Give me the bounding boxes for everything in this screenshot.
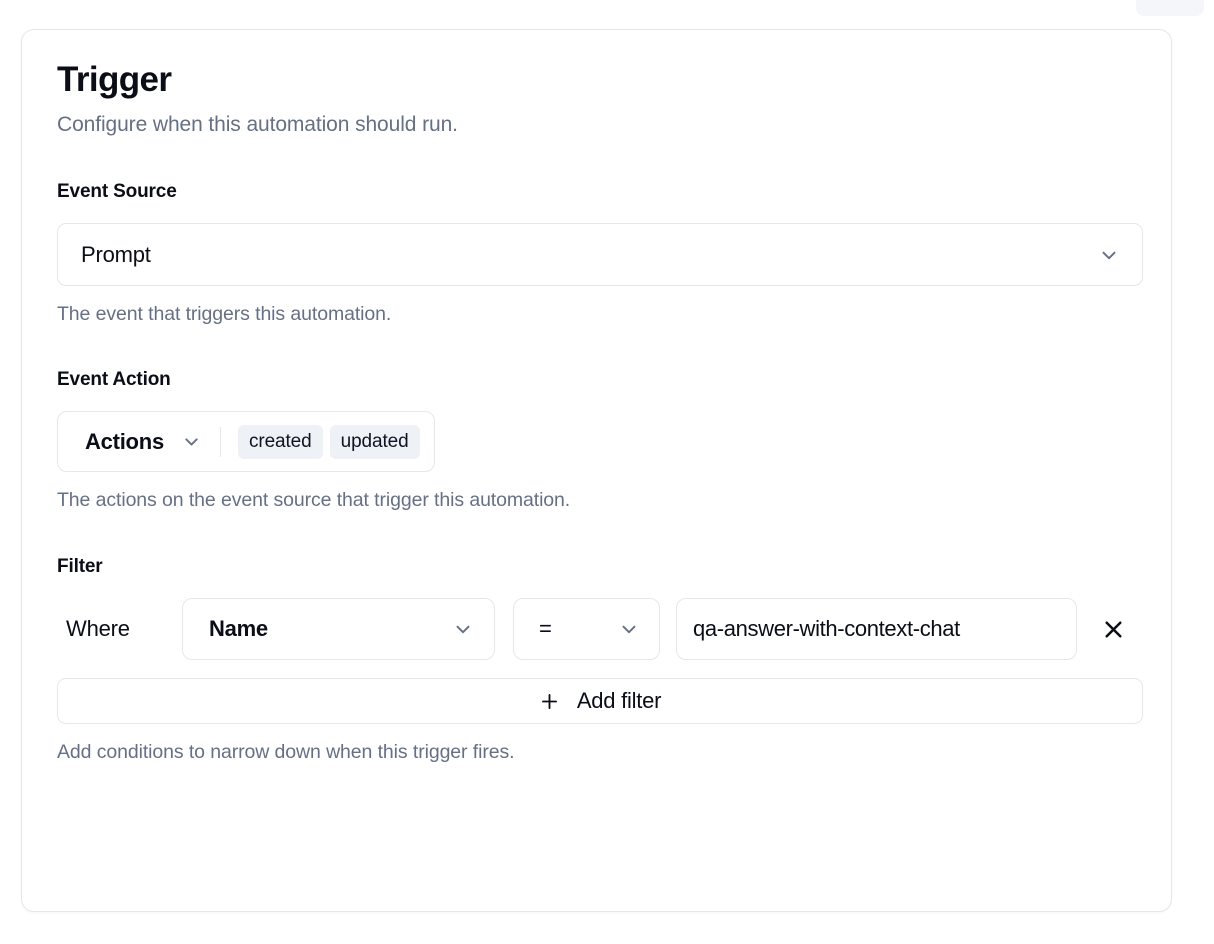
plus-icon — [541, 693, 557, 709]
event-action-tag[interactable]: updated — [329, 424, 420, 459]
filter-label: Filter — [57, 556, 103, 578]
chevron-down-icon — [185, 438, 198, 446]
event-action-help: The actions on the event source that tri… — [57, 489, 571, 512]
top-right-artifact — [1136, 0, 1204, 16]
filter-field-select[interactable]: Name — [182, 598, 495, 661]
page-title: Trigger — [57, 60, 172, 99]
event-source-help: The event that triggers this automation. — [57, 303, 392, 326]
filter-operator-select[interactable]: = — [513, 598, 660, 661]
event-action-combo: Actions created updated — [57, 411, 435, 473]
event-action-select[interactable]: Actions — [85, 429, 202, 455]
filter-operator-value: = — [539, 616, 552, 642]
close-icon — [1104, 621, 1122, 638]
trigger-card: Trigger Configure when this automation s… — [21, 29, 1172, 912]
add-filter-button[interactable]: Add filter — [57, 678, 1143, 725]
chevron-down-icon — [456, 626, 470, 634]
filter-value-input[interactable] — [676, 598, 1077, 661]
chevron-down-icon — [622, 626, 636, 634]
where-label: Where — [66, 616, 130, 642]
event-action-label: Event Action — [57, 369, 171, 391]
event-source-value: Prompt — [81, 241, 151, 267]
remove-filter-button[interactable] — [1090, 606, 1136, 652]
event-source-label: Event Source — [57, 181, 177, 203]
filter-field-value: Name — [209, 616, 268, 642]
page-subtitle: Configure when this automation should ru… — [57, 113, 458, 137]
event-source-section: Event Source Prompt The event that trigg… — [57, 181, 1143, 326]
add-filter-label: Add filter — [576, 688, 662, 714]
event-action-section: Event Action Actions created updated The… — [57, 369, 1137, 512]
filter-row: Where Name = — [57, 598, 1137, 661]
event-action-tags: created updated — [237, 424, 420, 459]
filter-section: Filter Where Name = — [57, 556, 1143, 764]
event-action-value: Actions — [85, 428, 164, 454]
chevron-down-icon — [1102, 251, 1116, 260]
event-action-tag[interactable]: created — [237, 424, 323, 459]
event-source-select[interactable]: Prompt — [57, 223, 1143, 287]
combo-divider — [219, 426, 221, 457]
filter-help: Add conditions to narrow down when this … — [57, 741, 515, 764]
